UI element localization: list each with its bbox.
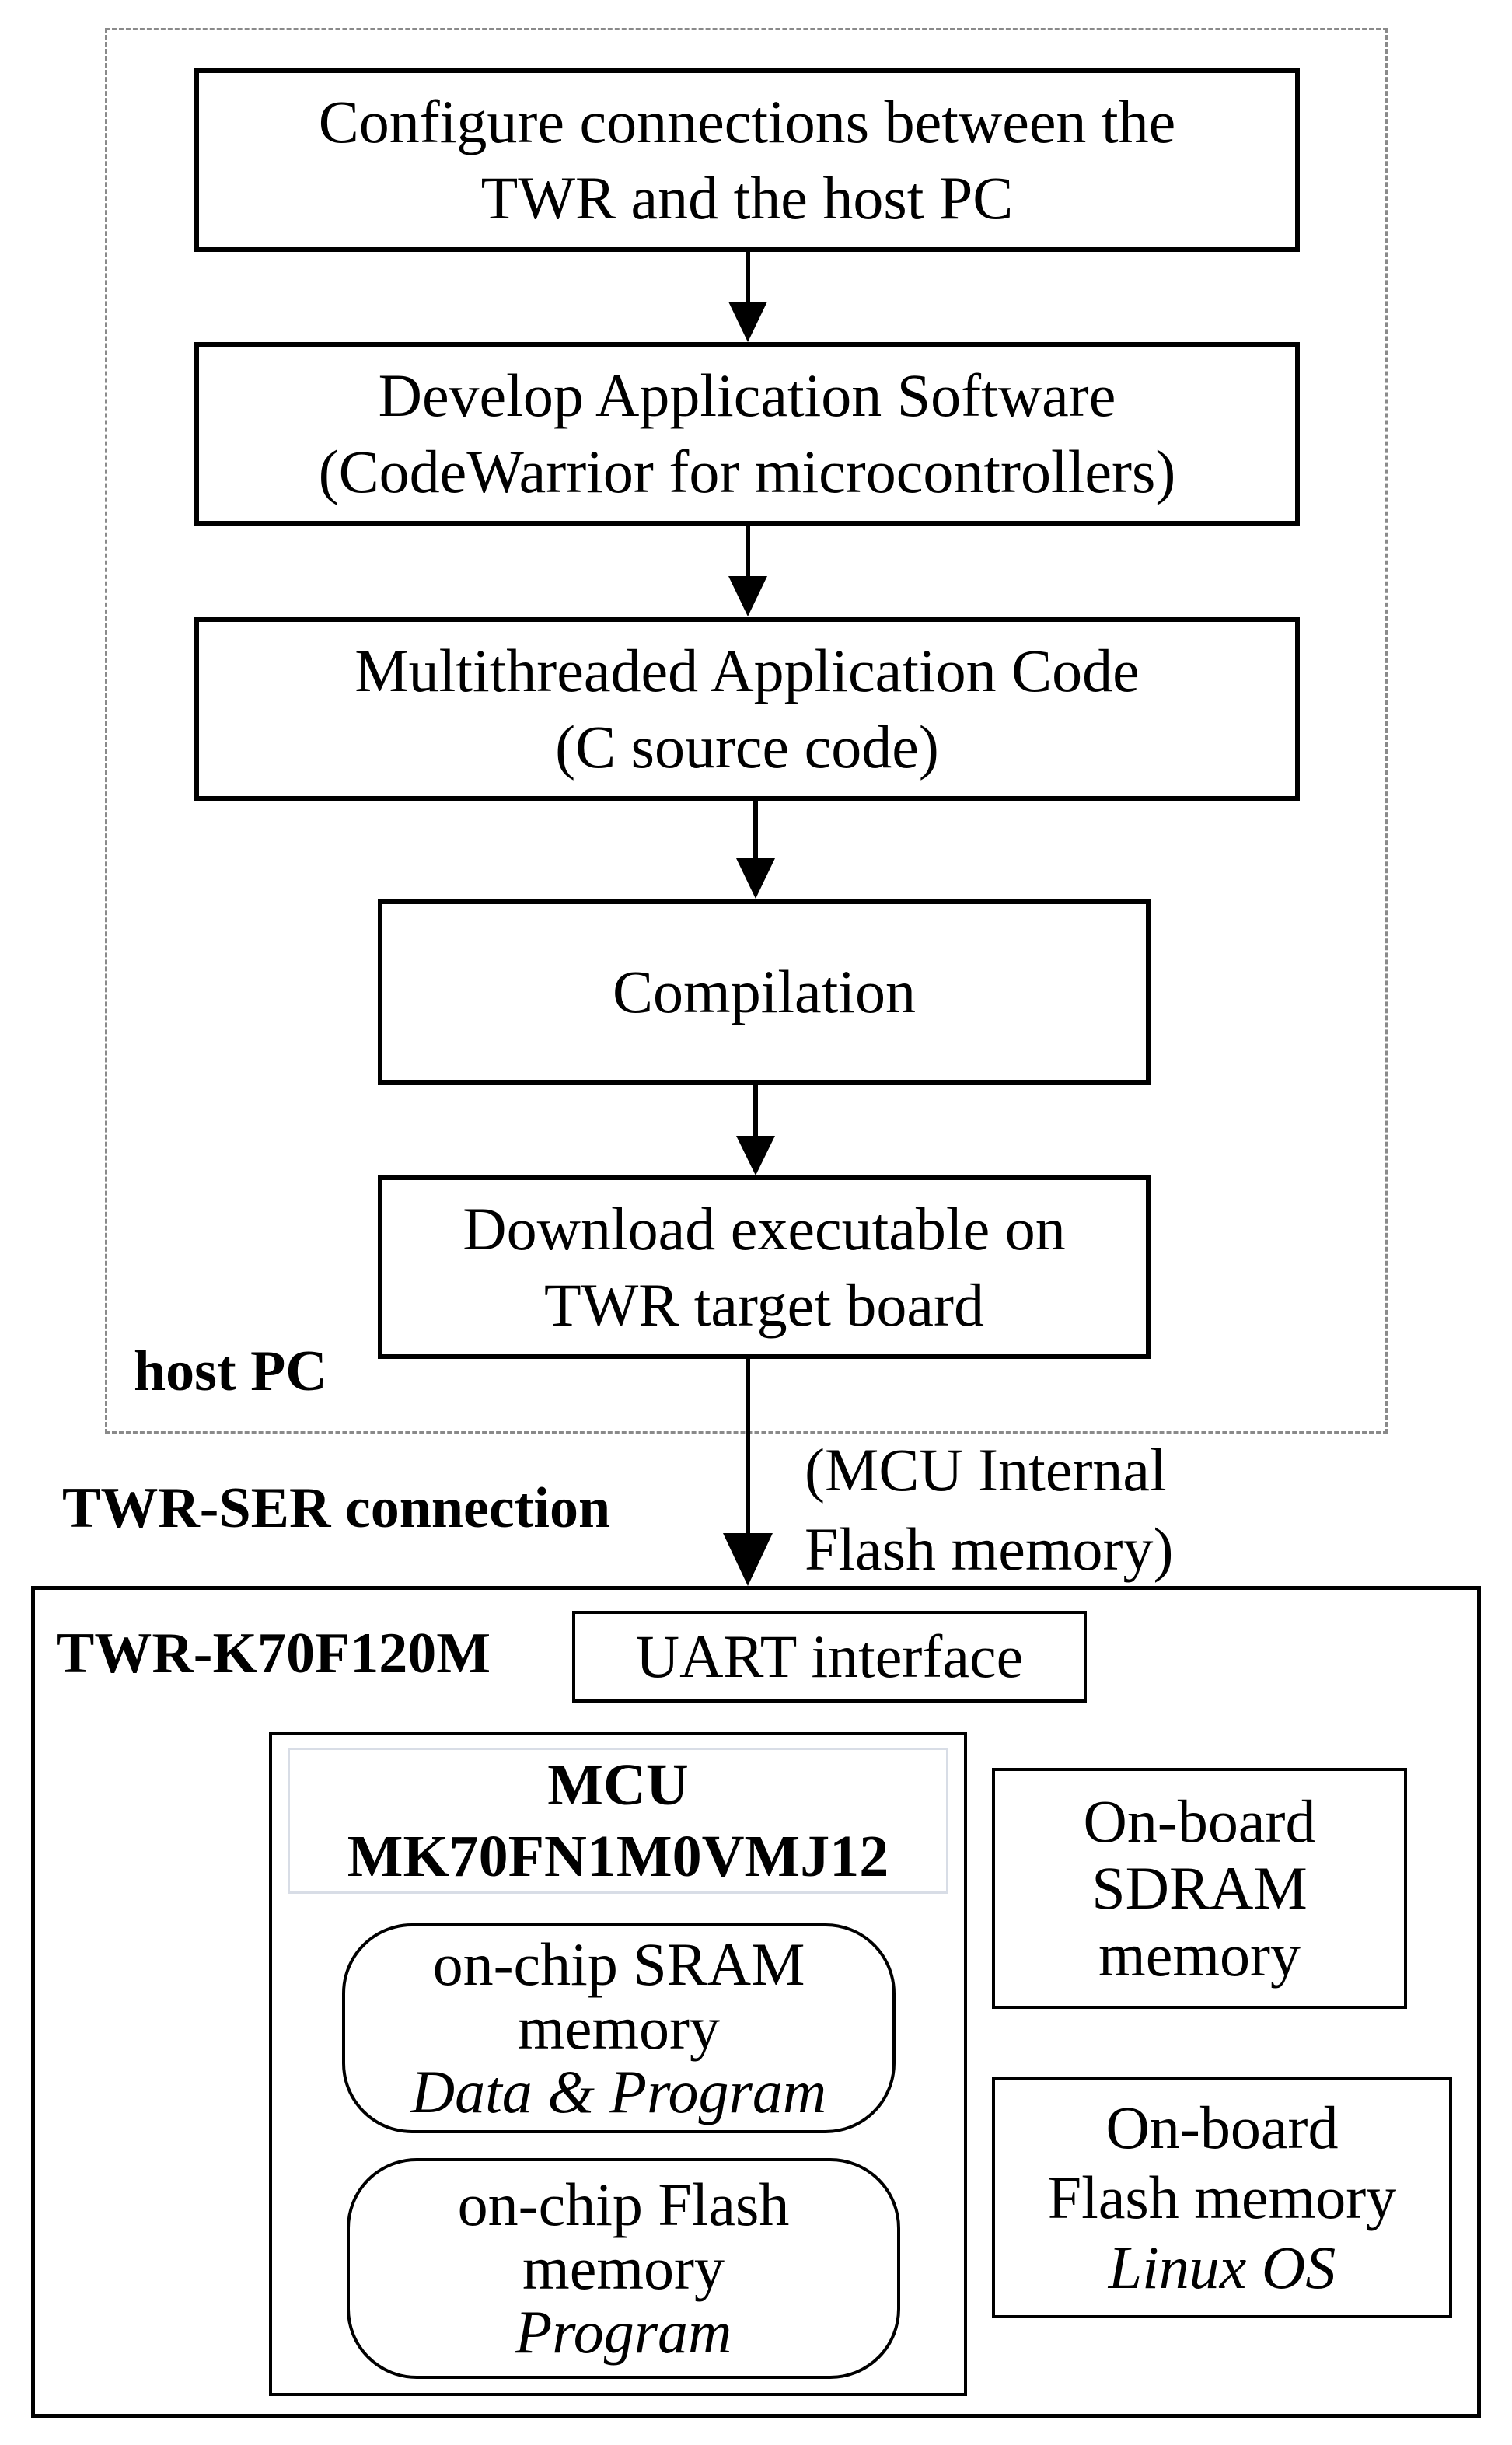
step-line: Download executable on <box>463 1195 1066 1263</box>
host-pc-label: host PC <box>134 1340 327 1403</box>
mcu-block <box>269 1732 967 2396</box>
flash-line: on-chip Flash <box>457 2171 790 2238</box>
onboard-flash: On-board Flash memory Linux OS <box>992 2077 1452 2318</box>
flash-line: memory <box>522 2234 725 2302</box>
step-download-executable: Download executable on TWR target board <box>378 1175 1151 1359</box>
uart-label: UART interface <box>635 1622 1024 1690</box>
sdram-line: On-board <box>1083 1787 1316 1855</box>
onboard-flash-line: Flash memory <box>1047 2164 1397 2231</box>
onchip-sram: on-chip SRAM memory Data & Program <box>342 1923 896 2133</box>
step-line: TWR and the host PC <box>480 164 1014 232</box>
onboard-flash-line: On-board <box>1105 2094 1339 2161</box>
connection-label: TWR-SER connection <box>62 1476 611 1540</box>
onchip-flash: on-chip Flash memory Program <box>347 2158 900 2379</box>
step-compilation: Compilation <box>378 899 1151 1085</box>
sram-line: on-chip SRAM <box>432 1930 805 1998</box>
sdram-line: memory <box>1098 1921 1301 1989</box>
step-line: Multithreaded Application Code <box>354 637 1140 704</box>
step-line: Configure connections between the <box>318 88 1176 155</box>
flash-note-line: Flash memory) <box>805 1515 1174 1583</box>
twr-board <box>31 1586 1481 2418</box>
mcu-part-number: MK70FN1M0VMJ12 <box>347 1824 889 1889</box>
sram-usage: Data & Program <box>410 2058 827 2125</box>
step-line: (CodeWarrior for microcontrollers) <box>318 438 1176 505</box>
step-line: TWR target board <box>543 1271 985 1339</box>
flash-usage: Program <box>515 2298 732 2366</box>
onboard-sdram: On-board SDRAM memory <box>992 1768 1407 2009</box>
onboard-flash-usage: Linux OS <box>1108 2234 1336 2301</box>
step-line: Develop Application Software <box>378 362 1116 429</box>
board-title: TWR-K70F120M <box>56 1622 491 1685</box>
step-multithreaded-code: Multithreaded Application Code (C source… <box>194 617 1300 801</box>
flash-note: (MCU Internal Flash memory) <box>805 1430 1173 1589</box>
step-line: Compilation <box>613 958 916 1025</box>
step-develop-software: Develop Application Software (CodeWarrio… <box>194 342 1300 526</box>
sram-line: memory <box>518 1994 720 2062</box>
mcu-header: MCU MK70FN1M0VMJ12 <box>288 1748 948 1894</box>
mcu-title: MCU <box>547 1752 689 1818</box>
flash-note-line: (MCU Internal <box>805 1436 1167 1504</box>
uart-interface: UART interface <box>572 1611 1087 1703</box>
step-line: (C source code) <box>555 713 939 781</box>
step-configure-connections: Configure connections between the TWR an… <box>194 68 1300 252</box>
sdram-line: SDRAM <box>1091 1854 1308 1922</box>
